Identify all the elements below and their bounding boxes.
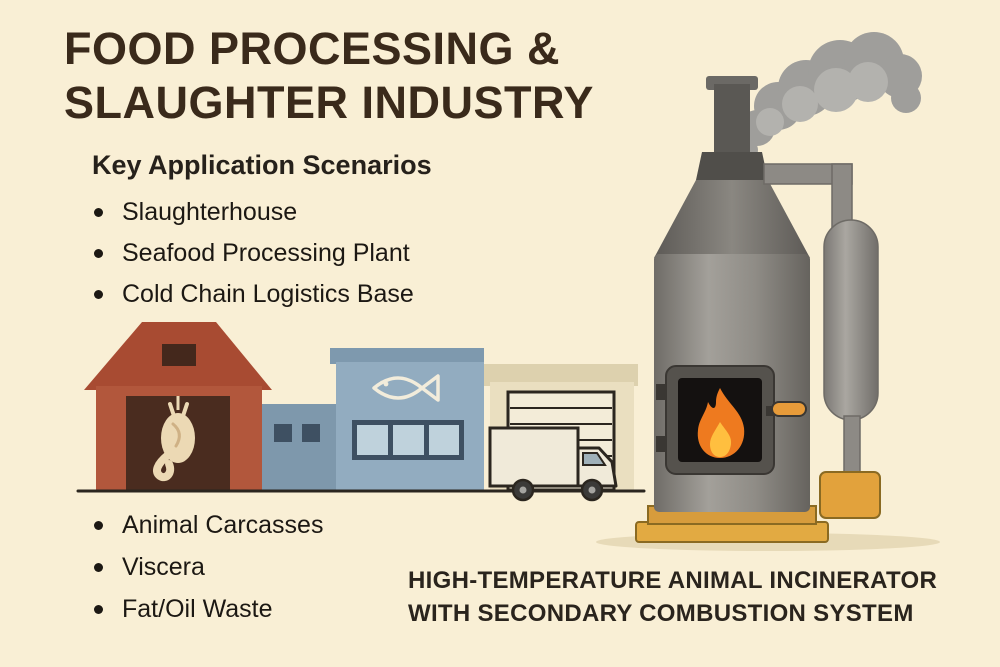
chimney-neck [696,152,768,180]
title-line1: FOOD PROCESSING & [64,23,561,74]
burner-unit [819,471,881,519]
flame-icon [697,388,745,458]
bullet-dot [94,520,103,530]
list-item: Cold Chain Logistics Base [94,274,414,315]
hanging-poultry-icon [153,396,195,482]
bullet-dot [94,290,103,299]
scenario-cold-chain: Cold Chain Logistics Base [122,280,414,308]
list-item: Fat/Oil Waste [94,588,323,630]
bullet-dot [94,562,103,572]
waste-list: Animal Carcasses Viscera Fat/Oil Waste [94,504,323,630]
bullet-dot [94,208,103,217]
page-title: FOOD PROCESSING & SLAUGHTER INDUSTRY [64,22,594,130]
waste-fat-oil: Fat/Oil Waste [122,594,273,623]
scenarios-heading: Key Application Scenarios [92,150,432,180]
delivery-truck-icon [488,426,618,502]
scenario-seafood-plant: Seafood Processing Plant [122,239,410,267]
list-item: Viscera [94,546,323,588]
incinerator-cone [654,180,810,258]
scenario-list: Slaughterhouse Seafood Processing Plant … [94,192,414,315]
list-item: Animal Carcasses [94,504,323,546]
caption-line2: WITH SECONDARY COMBUSTION SYSTEM [408,600,914,628]
scenario-slaughterhouse: Slaughterhouse [122,198,298,226]
bullet-dot [94,604,103,614]
slaughterhouse-barn-icon [84,322,272,490]
incinerator-icon [635,32,922,543]
list-item: Slaughterhouse [94,192,414,233]
waste-animal-carcasses: Animal Carcasses [122,510,324,539]
seafood-plant-icon [258,348,484,490]
smoke-icon [738,32,922,160]
waste-viscera: Viscera [122,552,205,581]
incinerator-caption: HIGH-TEMPERATURE ANIMAL INCINERATOR WITH… [408,564,937,630]
incinerator-door [656,365,807,475]
list-item: Seafood Processing Plant [94,233,414,274]
chimney-stack [714,84,750,154]
bullet-dot [94,249,103,258]
fish-icon [372,374,440,402]
title-line2: SLAUGHTER INDUSTRY [64,77,594,128]
door-handle [771,401,807,417]
caption-line1: HIGH-TEMPERATURE ANIMAL INCINERATOR [408,567,938,594]
secondary-combustion-system [763,163,881,519]
